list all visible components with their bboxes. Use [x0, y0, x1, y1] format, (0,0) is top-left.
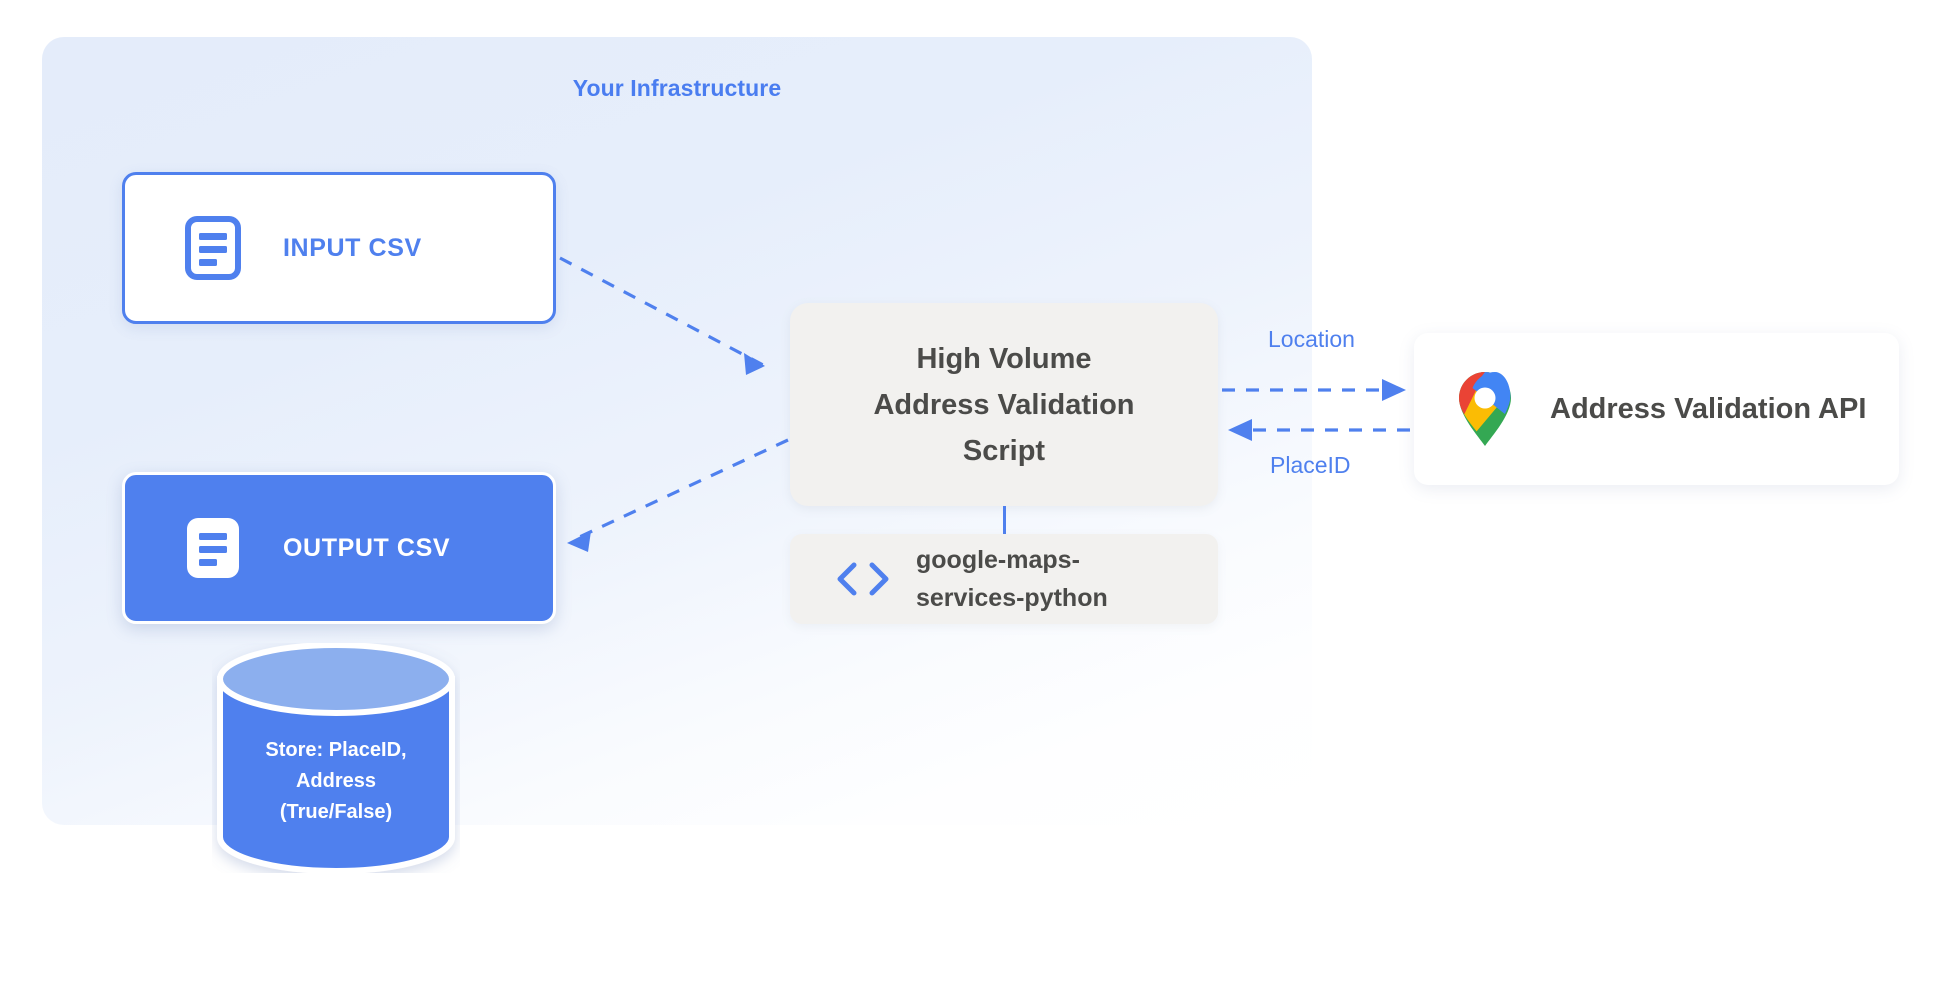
library-line-2: services-python	[916, 584, 1108, 612]
document-icon	[185, 216, 241, 280]
edge-label-location: Location	[1268, 326, 1355, 352]
edge-label-placeid: PlaceID	[1270, 452, 1351, 478]
google-maps-pin-icon	[1459, 372, 1511, 446]
script-library-connector	[1003, 506, 1006, 534]
script-node[interactable]: High Volume Address Validation Script	[790, 303, 1218, 506]
script-line-3: Script	[962, 434, 1046, 467]
input-csv-node[interactable]: INPUT CSV	[122, 172, 556, 324]
library-node[interactable]: google-maps- services-python	[790, 534, 1218, 624]
api-label: Address Validation API	[1550, 392, 1867, 425]
code-brackets-icon	[837, 562, 889, 596]
infrastructure-title: Your Infrastructure	[572, 75, 782, 101]
script-line-1: High Volume	[916, 342, 1092, 375]
document-icon	[187, 518, 239, 578]
output-csv-label: OUTPUT CSV	[283, 533, 451, 562]
address-validation-api-node[interactable]: Address Validation API	[1414, 333, 1899, 485]
library-line-1: google-maps-	[916, 546, 1080, 574]
script-line-2: Address Validation	[873, 388, 1135, 421]
library-label: google-maps- services-python	[916, 541, 1108, 617]
output-csv-node[interactable]: OUTPUT CSV	[122, 472, 556, 624]
datastore-cylinder[interactable]	[212, 643, 460, 873]
input-csv-label: INPUT CSV	[283, 233, 422, 262]
